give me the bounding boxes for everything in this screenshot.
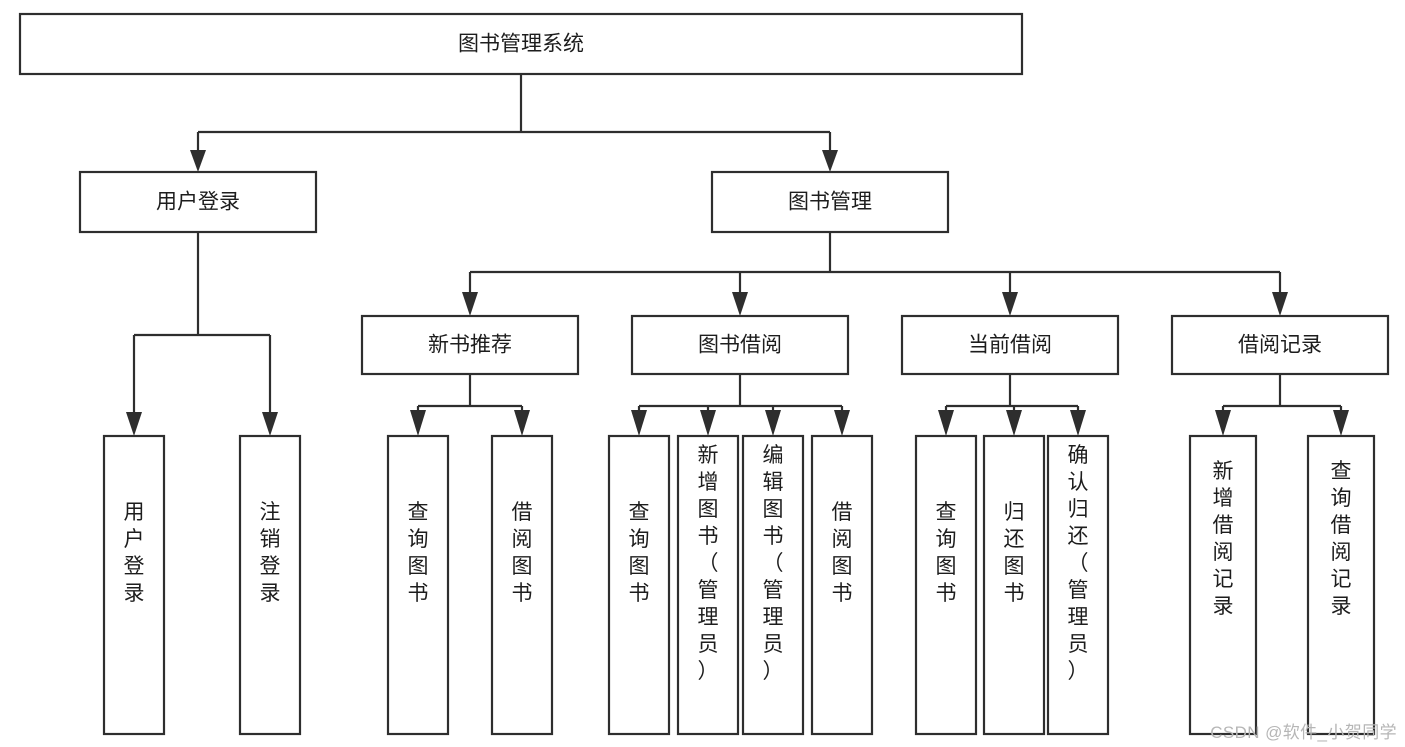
connector-group-borrow-record bbox=[1215, 374, 1349, 436]
leaf-borrow-book-3[interactable]: 编辑图书（管理员） bbox=[741, 434, 805, 736]
leaf-borrow-book-3-box[interactable] bbox=[741, 434, 805, 736]
leaf-new-book-2-box[interactable] bbox=[490, 434, 554, 736]
arrow-head-icon bbox=[190, 150, 206, 172]
arrow-head-icon bbox=[834, 410, 850, 436]
arrow-head-icon bbox=[410, 410, 426, 436]
node-user-login[interactable]: 用户登录 bbox=[78, 170, 318, 234]
node-new-book-recommend-box[interactable] bbox=[360, 314, 580, 376]
leaf-current-borrow-3-label: 确认归还（管理员） bbox=[1068, 444, 1089, 683]
arrow-head-icon bbox=[1272, 292, 1288, 316]
leaf-borrow-record-2-box[interactable] bbox=[1306, 434, 1376, 736]
leaf-borrow-book-1-label: 查询图书 bbox=[629, 501, 650, 605]
leaf-user-login-1-label: 用户登录 bbox=[124, 501, 145, 605]
leaf-new-book-1[interactable]: 查询图书 bbox=[386, 434, 450, 736]
node-current-borrow-box[interactable] bbox=[900, 314, 1120, 376]
arrow-head-icon bbox=[514, 410, 530, 436]
leaf-new-book-1-box[interactable] bbox=[386, 434, 450, 736]
connector-group-user-login bbox=[126, 232, 278, 436]
leaf-borrow-book-2-box[interactable] bbox=[676, 434, 740, 736]
arrow-head-icon bbox=[1333, 410, 1349, 436]
node-book-manage[interactable]: 图书管理 bbox=[710, 170, 950, 234]
leaf-current-borrow-2[interactable]: 归还图书 bbox=[982, 434, 1046, 736]
leaf-new-book-2-label: 借阅图书 bbox=[512, 501, 533, 605]
leaf-borrow-record-1-label: 新增借阅记录 bbox=[1213, 460, 1234, 618]
leaf-borrow-book-1[interactable]: 查询图书 bbox=[607, 434, 671, 736]
leaf-user-login-1-box[interactable] bbox=[102, 434, 166, 736]
node-new-book-recommend[interactable]: 新书推荐 bbox=[360, 314, 580, 376]
node-borrow-record-box[interactable] bbox=[1170, 314, 1390, 376]
leaf-new-book-1-label: 查询图书 bbox=[408, 501, 429, 605]
arrow-head-icon bbox=[822, 150, 838, 172]
node-book-manage-label: 图书管理 bbox=[788, 191, 872, 214]
connector-group-new-book bbox=[410, 374, 530, 436]
leaf-borrow-record-1-box[interactable] bbox=[1188, 434, 1258, 736]
node-root-system-box[interactable] bbox=[18, 12, 1024, 76]
arrow-head-icon bbox=[462, 292, 478, 316]
leaf-borrow-book-4[interactable]: 借阅图书 bbox=[810, 434, 874, 736]
arrow-head-icon bbox=[732, 292, 748, 316]
leaf-borrow-book-2-label: 新增图书（管理员） bbox=[698, 444, 719, 683]
leaf-new-book-2[interactable]: 借阅图书 bbox=[490, 434, 554, 736]
leaf-current-borrow-2-box[interactable] bbox=[982, 434, 1046, 736]
node-user-login-box[interactable] bbox=[78, 170, 318, 234]
node-current-borrow-label: 当前借阅 bbox=[968, 334, 1052, 357]
leaf-user-login-2-box[interactable] bbox=[238, 434, 302, 736]
node-root-system[interactable]: 图书管理系统 bbox=[18, 12, 1024, 76]
arrow-head-icon bbox=[938, 410, 954, 436]
arrow-head-icon bbox=[765, 410, 781, 436]
node-book-manage-box[interactable] bbox=[710, 170, 950, 234]
leaf-borrow-record-1[interactable]: 新增借阅记录 bbox=[1188, 434, 1258, 736]
arrow-head-icon bbox=[1215, 410, 1231, 436]
node-root-system-label: 图书管理系统 bbox=[458, 33, 584, 56]
leaf-borrow-record-2[interactable]: 查询借阅记录 bbox=[1306, 434, 1376, 736]
leaf-user-login-2-label: 注销登录 bbox=[260, 501, 281, 605]
node-current-borrow[interactable]: 当前借阅 bbox=[900, 314, 1120, 376]
node-book-borrow[interactable]: 图书借阅 bbox=[630, 314, 850, 376]
leaf-current-borrow-3[interactable]: 确认归还（管理员） bbox=[1046, 434, 1110, 736]
leaf-borrow-book-4-box[interactable] bbox=[810, 434, 874, 736]
leaf-user-login-2[interactable]: 注销登录 bbox=[238, 434, 302, 736]
leaf-borrow-record-2-label: 查询借阅记录 bbox=[1331, 460, 1352, 618]
arrow-head-icon bbox=[1002, 292, 1018, 316]
arrow-head-icon bbox=[631, 410, 647, 436]
node-book-borrow-label: 图书借阅 bbox=[698, 334, 782, 357]
leaf-current-borrow-3-box[interactable] bbox=[1046, 434, 1110, 736]
arrow-head-icon bbox=[1006, 410, 1022, 436]
node-user-login-label: 用户登录 bbox=[156, 191, 240, 214]
arrow-head-icon bbox=[700, 410, 716, 436]
connector-group-book-manage bbox=[462, 232, 1288, 316]
node-new-book-recommend-label: 新书推荐 bbox=[428, 334, 512, 357]
connector-group-current-borrow bbox=[938, 374, 1086, 436]
leaf-borrow-book-4-label: 借阅图书 bbox=[832, 501, 853, 605]
leaf-current-borrow-1[interactable]: 查询图书 bbox=[914, 434, 978, 736]
node-borrow-record-label: 借阅记录 bbox=[1238, 334, 1322, 357]
leaf-current-borrow-2-label: 归还图书 bbox=[1004, 501, 1025, 605]
node-borrow-record[interactable]: 借阅记录 bbox=[1170, 314, 1390, 376]
node-book-borrow-box[interactable] bbox=[630, 314, 850, 376]
leaf-current-borrow-1-label: 查询图书 bbox=[936, 501, 957, 605]
arrow-head-icon bbox=[1070, 410, 1086, 436]
connector-group-borrow-book bbox=[631, 374, 850, 436]
arrow-head-icon bbox=[262, 412, 278, 436]
leaf-user-login-1[interactable]: 用户登录 bbox=[102, 434, 166, 736]
leaf-borrow-book-3-label: 编辑图书（管理员） bbox=[763, 444, 784, 683]
leaf-borrow-book-2[interactable]: 新增图书（管理员） bbox=[676, 434, 740, 736]
leaf-borrow-book-1-box[interactable] bbox=[607, 434, 671, 736]
leaf-current-borrow-1-box[interactable] bbox=[914, 434, 978, 736]
connector-group-root bbox=[190, 74, 838, 172]
arrow-head-icon bbox=[126, 412, 142, 436]
